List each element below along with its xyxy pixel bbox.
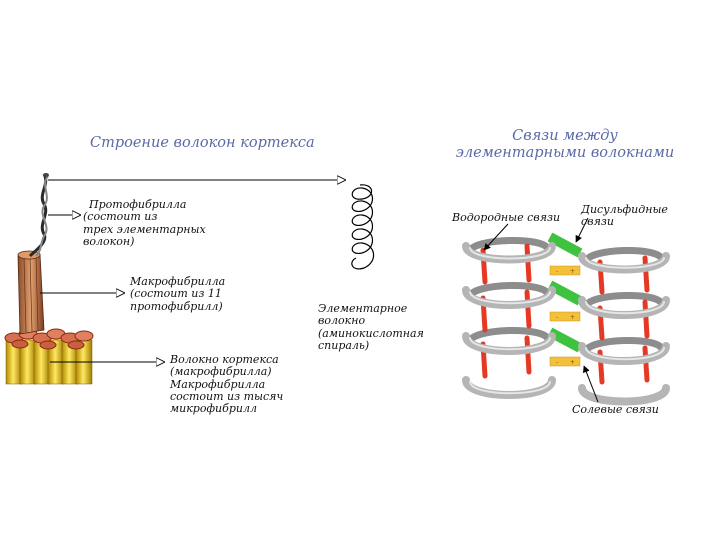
macrofibril-rope xyxy=(17,250,45,335)
svg-text:-: - xyxy=(556,314,558,321)
left-panel-title: Строение волокон кортекса xyxy=(90,135,315,151)
macrofibril-label: Макрофибрилла (состоит из 11 протофибрил… xyxy=(130,275,226,313)
cortex-fiber-line-2: (макрофибрилла) xyxy=(170,365,272,379)
elementary-fiber-line-4: спираль) xyxy=(318,338,370,352)
cortex-fiber-bundle xyxy=(4,328,94,385)
svg-text:+: + xyxy=(570,314,575,321)
disulfide-line-1: Дисульфидные xyxy=(581,203,668,216)
right-title-line-1: Связи между xyxy=(512,128,618,144)
protofibril-line-3: трех элементарных xyxy=(83,222,206,236)
disulfide-bonds-label: Дисульфидные связи xyxy=(581,203,668,229)
protofibril-line-2: (состоит из xyxy=(83,210,158,224)
cortex-fiber-label: Волокно кортекса (макрофибрилла) Макрофи… xyxy=(170,353,284,416)
salt-bonds-label: Солевые связи xyxy=(572,403,659,416)
elementary-fiber-line-1: Элементарное xyxy=(318,302,408,315)
protofibril-label: Протофибрилла (состоит из трех элементар… xyxy=(83,198,206,248)
elementary-fiber-line-3: (аминокислотная xyxy=(318,326,424,340)
right-panel-title: Связи между элементарными волокнами xyxy=(440,128,690,161)
protofibril-line-1: Протофибрилла xyxy=(89,198,187,211)
hydrogen-bonds-label: Водородные связи xyxy=(452,211,561,224)
elementary-fiber-coil xyxy=(351,184,375,270)
cortex-fiber-line-1: Волокно кортекса xyxy=(170,353,279,366)
macrofibril-line-3: протофибрилл) xyxy=(130,299,223,313)
cortex-fiber-line-5: микрофибрилл xyxy=(170,402,257,416)
protofibril-strand xyxy=(28,173,49,258)
svg-text:-: - xyxy=(556,268,558,275)
right-title-line-2: элементарными волокнами xyxy=(455,144,675,161)
svg-text:+: + xyxy=(570,359,575,366)
macrofibril-line-2: (состоит из 11 xyxy=(130,287,222,301)
elementary-fiber-label: Элементарное волокно (аминокислотная спи… xyxy=(318,302,424,352)
cortex-fiber-line-4: состоит из тысяч xyxy=(170,389,284,403)
elementary-fiber-line-2: волокно xyxy=(318,314,366,328)
cortex-fiber-line-3: Макрофибрилла xyxy=(170,377,266,391)
macrofibril-line-1: Макрофибрилла xyxy=(130,275,226,288)
disulfide-line-2: связи xyxy=(581,215,614,229)
svg-text:-: - xyxy=(556,359,558,366)
salt-bonds xyxy=(549,265,581,367)
disulfide-bonds xyxy=(547,232,583,353)
protofibril-line-4: волокон) xyxy=(83,234,135,248)
svg-text:+: + xyxy=(570,268,575,275)
